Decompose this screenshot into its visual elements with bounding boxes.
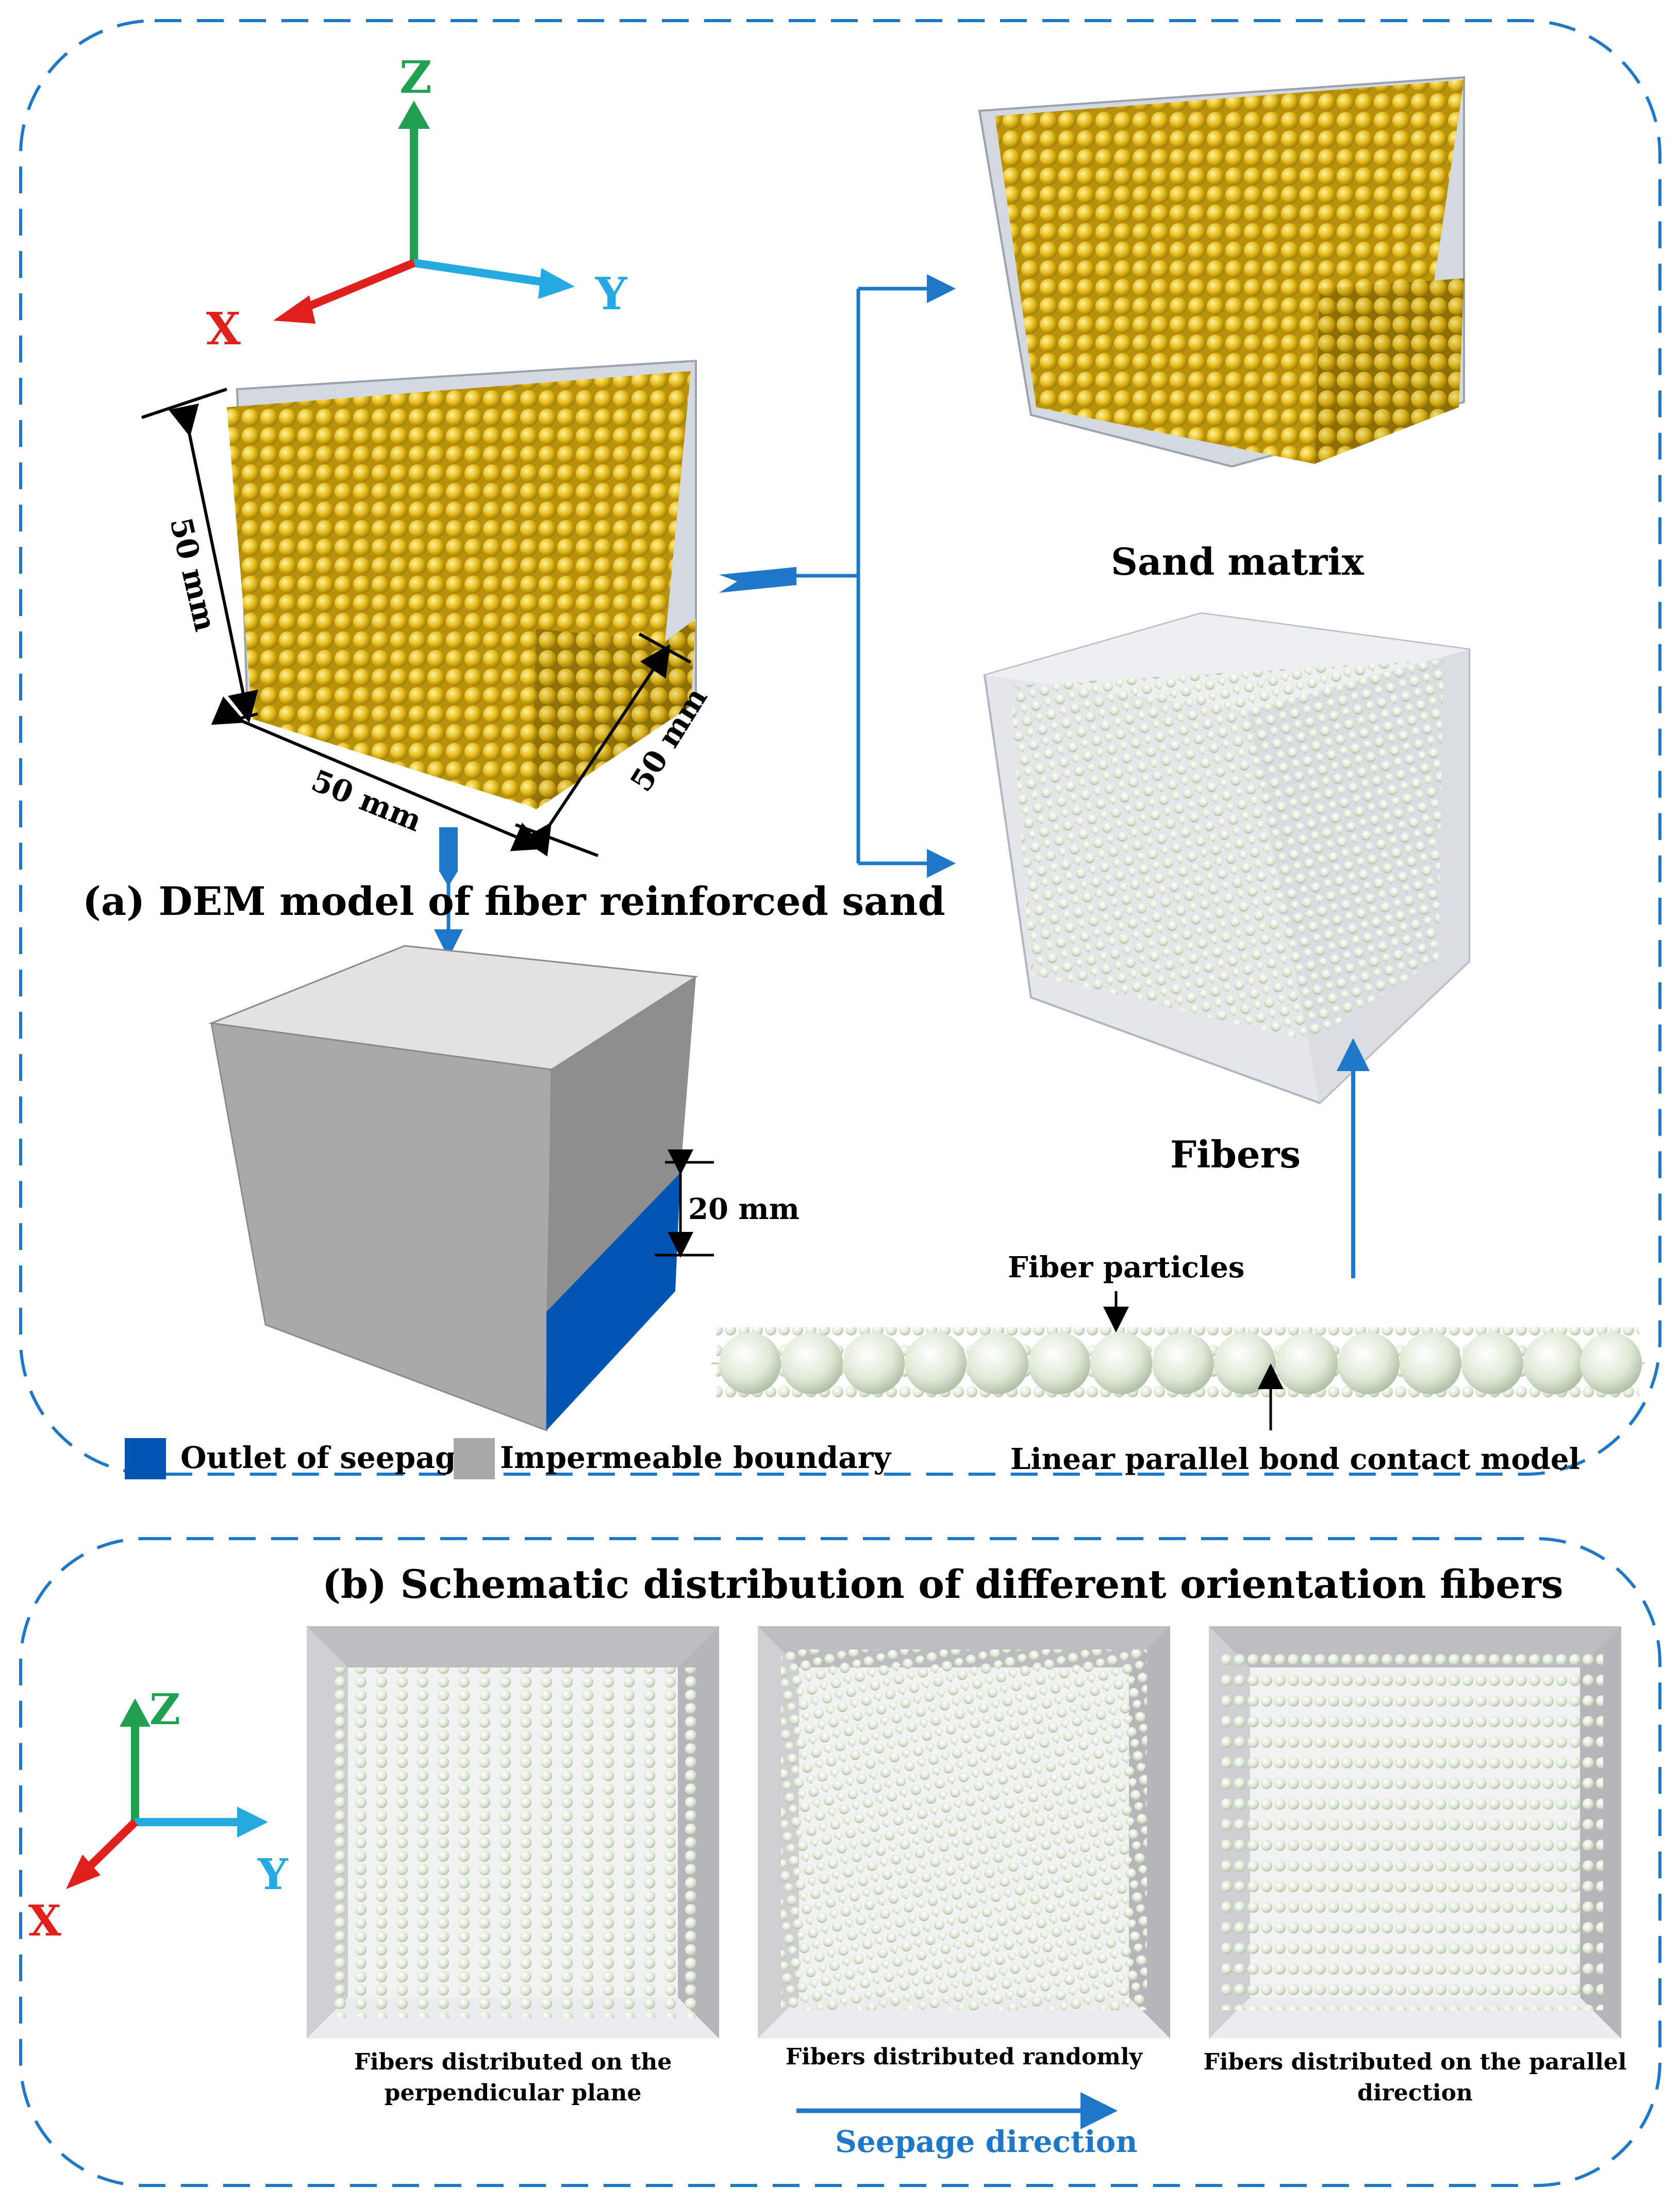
dim-height: 50 mm [163,514,223,635]
caption-parallel-line1: Fibers distributed on the parallel [1203,2049,1626,2075]
sand-matrix-label: Sand matrix [1111,540,1365,583]
outlet-height-label: 20 mm [688,1192,800,1226]
fiber-particle [1580,1332,1642,1394]
boundary-cube [208,945,698,1432]
fibers-label: Fibers [1170,1132,1301,1176]
caption-random: Fibers distributed randomly [786,2044,1143,2070]
fiber-particle [1152,1332,1214,1394]
fiber-particle [843,1332,905,1394]
legend-outlet-label: Outlet of seepage [180,1440,475,1475]
fiber-particle [905,1332,967,1394]
axis-x-label: X [206,303,241,355]
caption-perp-line2: perpendicular plane [385,2080,642,2106]
legend-boundary-swatch [454,1438,495,1479]
sand-cube-main [227,359,697,809]
fibers-cube [983,612,1470,1105]
sand-matrix-cube [978,76,1465,468]
panel-b-title: (b) Schematic distribution of different … [322,1561,1563,1607]
axis-z-label-b: Z [149,1685,180,1734]
axis-y-label-b: Y [257,1850,289,1899]
axes-triad-a [273,101,575,324]
panel-b-frame [19,1537,1661,2187]
fiber-particle [967,1332,1028,1394]
fiber-particle [719,1332,781,1394]
fiber-particle [1028,1332,1090,1394]
fiber-box-perpendicular [307,1626,719,2039]
fiber-particle [1400,1332,1461,1394]
fiber-particle [1276,1332,1338,1394]
outlet-height-dim [655,1149,714,1258]
fiber-box-random [758,1626,1170,2039]
legend-outlet-swatch [125,1438,166,1479]
bond-label: Linear parallel bond contact model [1010,1442,1580,1476]
fiber-particle [1338,1332,1400,1394]
fiber-particle [1214,1332,1276,1394]
fiber-particle [781,1332,843,1394]
caption-perp-line1: Fibers distributed on the [354,2049,672,2075]
axis-z-label: Z [400,52,432,104]
legend-boundary-label: Impermeable boundary [500,1440,892,1475]
axis-y-label: Y [595,268,628,320]
dimension-lines [141,388,692,857]
panel-a-title: (a) DEM model of fiber reinforced sand [82,878,945,924]
fiber-particles-label: Fiber particles [1008,1250,1244,1284]
axis-x-label-b: X [28,1896,61,1946]
fiber-particle [1461,1332,1523,1394]
fiber-particle [1523,1332,1585,1394]
panel-a-frame [19,19,1661,1476]
branch-arrows [434,274,956,958]
axes-triad-b [66,1698,268,1889]
seepage-direction-label: Seepage direction [835,2124,1138,2159]
fiber-particle [1090,1332,1152,1394]
fiber-box-parallel [1209,1626,1621,2039]
caption-parallel-line2: direction [1357,2080,1473,2106]
